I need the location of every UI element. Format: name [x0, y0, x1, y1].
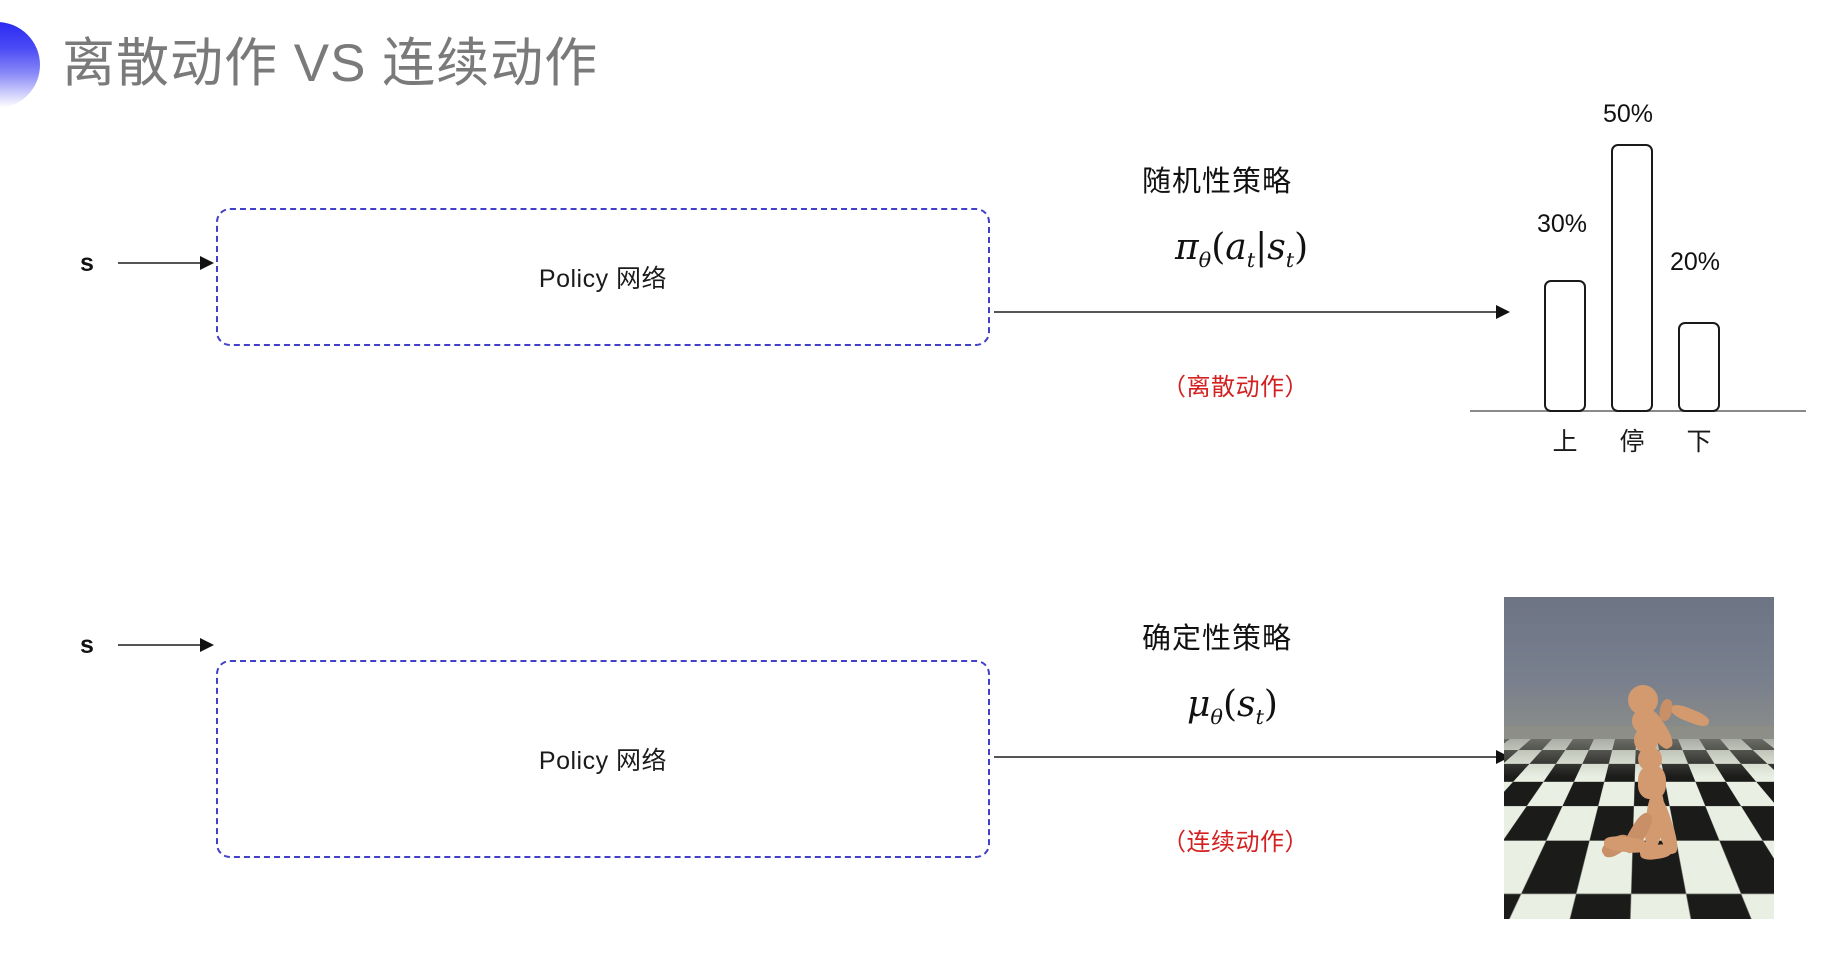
state-input-label-discrete: s: [80, 249, 94, 277]
action-note-continuous: （连续动作）: [1162, 829, 1309, 856]
arrow-right-icon-state-continuous: [118, 638, 214, 652]
policy-formula-discrete: πθ(at|st): [1175, 227, 1308, 272]
probability-bar-chart: 30% 上 50% 停 20% 下: [1470, 100, 1830, 456]
bar-1: [1611, 144, 1653, 412]
arrow-right-icon-state-discrete: [118, 256, 214, 270]
bar-value-0: 30%: [1536, 210, 1588, 238]
bar-2: [1678, 322, 1720, 412]
formula-close-discrete: ): [1294, 227, 1309, 268]
slide-bottom-strip: [0, 962, 1846, 966]
policy-type-label-discrete: 随机性策略: [1142, 166, 1293, 198]
bar-category-2: 下: [1686, 428, 1712, 456]
formula-arg1-continuous: s: [1237, 684, 1256, 725]
policy-type-label-continuous: 确定性策略: [1142, 623, 1293, 655]
formula-open-discrete: (: [1211, 227, 1226, 268]
bar-value-1: 50%: [1602, 100, 1654, 128]
state-input-label-continuous: s: [80, 631, 94, 659]
bar-value-2: 20%: [1669, 248, 1721, 276]
formula-arg1-sub-discrete: t: [1246, 248, 1256, 273]
formula-fn-sub-discrete: θ: [1198, 248, 1212, 273]
formula-arg1-discrete: a: [1225, 227, 1247, 268]
policy-formula-continuous: μθ(st): [1187, 684, 1278, 729]
formula-fn-continuous: μ: [1187, 684, 1211, 725]
formula-fn-sub-continuous: θ: [1210, 705, 1223, 730]
formula-arg2-sub-discrete: t: [1285, 248, 1295, 273]
policy-network-label-discrete: Policy 网络: [538, 265, 668, 293]
policy-network-box-continuous[interactable]: Policy 网络: [216, 660, 990, 858]
page-title: 离散动作 VS 连续动作: [62, 34, 599, 93]
formula-fn-discrete: π: [1175, 227, 1199, 268]
formula-open-continuous: (: [1222, 684, 1238, 725]
half-circle-gradient-icon: [0, 22, 40, 108]
formula-arg1-sub-continuous: t: [1255, 705, 1264, 730]
policy-network-label-continuous: Policy 网络: [538, 747, 668, 775]
action-note-discrete: （离散动作）: [1162, 374, 1309, 401]
arrow-right-icon-output-continuous: [994, 750, 1510, 764]
arrow-right-icon-output-discrete: [994, 305, 1510, 319]
bar-0: [1544, 280, 1586, 412]
formula-close-continuous: ): [1263, 684, 1278, 725]
bar-category-1: 停: [1619, 428, 1645, 456]
formula-arg2-discrete: s: [1267, 227, 1286, 268]
policy-network-box-discrete[interactable]: Policy 网络: [216, 208, 990, 346]
bar-category-0: 上: [1552, 428, 1578, 456]
formula-sep-discrete: |: [1255, 227, 1268, 268]
humanoid-simulation-image: [1504, 597, 1774, 919]
